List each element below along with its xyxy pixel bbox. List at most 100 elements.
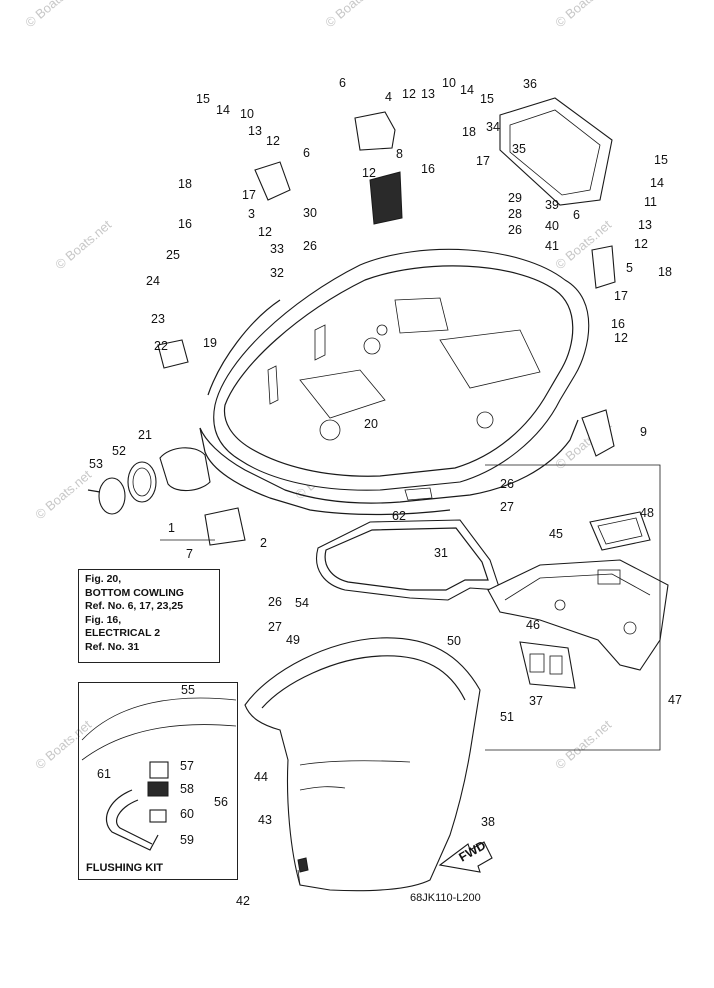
cover-37-drawing (519, 641, 576, 689)
note-line: BOTTOM COWLING (85, 586, 184, 599)
bracket-3-drawing (254, 161, 291, 201)
flushing-kit-drawing (81, 697, 237, 851)
callout-9: 9 (640, 425, 647, 439)
callout-26: 26 (268, 595, 282, 609)
note-line: Fig. 20, (85, 573, 122, 585)
callout-38: 38 (481, 815, 495, 829)
note-line: ELECTRICAL 2 (85, 627, 161, 639)
bracket-7-drawing (204, 507, 246, 546)
callout-56: 56 (214, 795, 228, 809)
callout-6: 6 (303, 146, 310, 160)
callout-37: 37 (529, 694, 543, 708)
callout-6: 6 (573, 208, 580, 222)
callout-14: 14 (650, 176, 664, 190)
callout-36: 36 (523, 77, 537, 91)
callout-58: 58 (180, 782, 194, 796)
flushing-kit-label: FLUSHING KIT (86, 862, 163, 874)
callout-6: 6 (339, 76, 346, 90)
diagram-part-code: 68JK110-L200 (410, 892, 481, 904)
callout-55: 55 (181, 683, 195, 697)
callout-12: 12 (634, 237, 648, 251)
callout-18: 18 (658, 265, 672, 279)
callout-26: 26 (508, 223, 522, 237)
reference-note-box: Fig. 20, BOTTOM COWLING Ref. No. 6, 17, … (78, 569, 220, 663)
fwd-arrow-icon: FWD (438, 838, 493, 873)
callout-10: 10 (240, 107, 254, 121)
callout-20: 20 (364, 417, 378, 431)
callout-48: 48 (640, 506, 654, 520)
bracket-45-drawing (487, 559, 669, 671)
bracket-5-drawing (591, 245, 616, 289)
callout-10: 10 (442, 76, 456, 90)
callout-7: 7 (186, 547, 193, 561)
callout-12: 12 (614, 331, 628, 345)
callout-45: 45 (549, 527, 563, 541)
watermark-text: © Boats.net (552, 0, 614, 30)
callout-41: 41 (545, 239, 559, 253)
callout-39: 39 (545, 198, 559, 212)
callout-13: 13 (421, 87, 435, 101)
callout-54: 54 (295, 596, 309, 610)
callout-44: 44 (254, 770, 268, 784)
callout-17: 17 (614, 289, 628, 303)
callout-3: 3 (248, 207, 255, 221)
callout-16: 16 (421, 162, 435, 176)
callout-26: 26 (500, 477, 514, 491)
bracket-9-drawing (581, 409, 615, 457)
callout-53: 53 (89, 457, 103, 471)
callout-35: 35 (512, 142, 526, 156)
callout-46: 46 (526, 618, 540, 632)
callout-1: 1 (168, 521, 175, 535)
part-8-drawing (369, 171, 403, 225)
bottom-cowling-drawing (199, 248, 590, 516)
callout-34: 34 (486, 120, 500, 134)
callout-13: 13 (638, 218, 652, 232)
bracket-22-drawing (157, 339, 189, 369)
callout-27: 27 (268, 620, 282, 634)
callout-15: 15 (654, 153, 668, 167)
callout-59: 59 (180, 833, 194, 847)
lower-cowling-38-drawing (244, 637, 481, 892)
callout-22: 22 (154, 339, 168, 353)
callout-12: 12 (266, 134, 280, 148)
gasket-54-drawing (316, 519, 501, 601)
callout-16: 16 (178, 217, 192, 231)
callout-5: 5 (626, 261, 633, 275)
callout-18: 18 (462, 125, 476, 139)
watermark-text: © Boats.net (22, 0, 84, 30)
callout-19: 19 (203, 336, 217, 350)
callout-14: 14 (216, 103, 230, 117)
callout-33: 33 (270, 242, 284, 256)
seal-19-drawing (207, 299, 281, 396)
callout-28: 28 (508, 207, 522, 221)
note-line: Ref. No. 6, 17, 23,25 (85, 600, 184, 612)
callout-47: 47 (668, 693, 682, 707)
note-line: Fig. 16, (85, 613, 122, 626)
callout-8: 8 (396, 147, 403, 161)
watermark-text: © Boats.net (552, 717, 614, 773)
callout-32: 32 (270, 266, 284, 280)
callout-26: 26 (303, 239, 317, 253)
callout-11: 11 (644, 195, 657, 209)
duct-21-drawing (87, 447, 211, 515)
bracket-4-drawing (354, 111, 396, 151)
callout-27: 27 (500, 500, 514, 514)
callout-61: 61 (97, 767, 111, 781)
callout-21: 21 (138, 428, 152, 442)
callout-30: 30 (303, 206, 317, 220)
flushing-kit-box (78, 682, 238, 880)
callout-17: 17 (476, 154, 490, 168)
note-line: Ref. No. 31 (85, 640, 140, 653)
watermark-text: © Boats.net (32, 467, 94, 523)
callout-24: 24 (146, 274, 160, 288)
plate-48-drawing (589, 511, 651, 551)
callout-52: 52 (112, 444, 126, 458)
callout-12: 12 (258, 225, 272, 239)
callout-57: 57 (180, 759, 194, 773)
callout-18: 18 (178, 177, 192, 191)
watermark-text: © Boats.net (322, 0, 384, 30)
assembly-lines (160, 464, 661, 751)
callout-16: 16 (611, 317, 625, 331)
callout-17: 17 (242, 188, 256, 202)
